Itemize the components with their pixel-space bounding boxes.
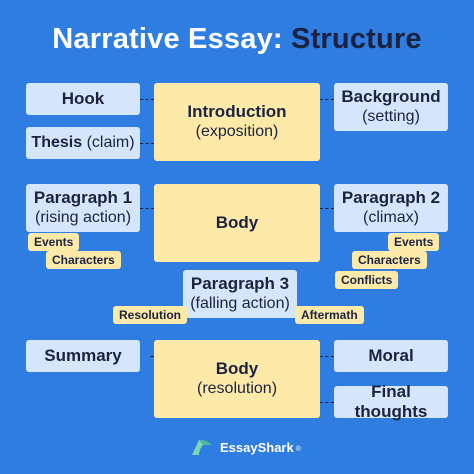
connector-hook [140, 99, 154, 100]
hook-box: Hook [26, 83, 140, 115]
introduction-label: Introduction [187, 102, 287, 121]
p2-tag-characters: Characters [352, 251, 427, 269]
brand-logo: EssayShark ® [190, 436, 301, 458]
final-thoughts-label: Final thoughts [354, 382, 428, 421]
paragraph-1-box: Paragraph 1 (rising action) [26, 184, 140, 232]
hook-label: Hook [61, 89, 105, 108]
paragraph-3-box: Paragraph 3 (falling action) [183, 270, 297, 318]
connector-final [320, 402, 334, 403]
paragraph-3-label: Paragraph 3 [190, 274, 290, 293]
p2-tag-conflicts: Conflicts [335, 271, 399, 289]
connector-p2 [320, 208, 334, 209]
diagram-title: Narrative Essay: Structure [0, 22, 474, 56]
connector-summary [150, 356, 154, 357]
connector-thesis [140, 143, 154, 144]
body-label: Body [215, 213, 259, 232]
p1-tag-characters: Characters [46, 251, 121, 269]
connector-p1 [140, 208, 154, 209]
background-label: Background [341, 87, 441, 106]
p3-tag-aftermath: Aftermath [295, 306, 364, 324]
paragraph-3-sub: (falling action) [190, 295, 290, 312]
shark-fin-icon [192, 439, 212, 455]
title-prefix: Narrative Essay: [52, 23, 283, 55]
introduction-sub: (exposition) [195, 123, 279, 140]
paragraph-2-label: Paragraph 2 [341, 188, 441, 207]
thesis-main: Thesis [31, 134, 83, 151]
thesis-box: Thesis (claim) [26, 127, 140, 159]
p2-tag-events: Events [388, 233, 440, 251]
thesis-label: Thesis (claim) [31, 133, 134, 153]
title-emphasis: Structure [291, 23, 422, 55]
conclusion-body-sub: (resolution) [196, 380, 278, 397]
connector-moral [320, 356, 334, 357]
summary-label: Summary [44, 346, 122, 365]
brand-name: EssayShark [220, 439, 294, 455]
final-thoughts-box: Final thoughts [334, 382, 448, 421]
background-sub: (setting) [362, 108, 420, 125]
summary-box: Summary [26, 340, 140, 372]
thesis-note: (claim) [86, 134, 135, 151]
body-box: Body [154, 184, 320, 262]
introduction-box: Introduction (exposition) [154, 83, 320, 161]
paragraph-1-sub: (rising action) [34, 209, 132, 226]
conclusion-body-label: Body [215, 359, 259, 378]
moral-box: Moral [334, 340, 448, 372]
paragraph-2-box: Paragraph 2 (climax) [334, 184, 448, 232]
background-box: Background (setting) [334, 83, 448, 131]
conclusion-body-box: Body (resolution) [154, 340, 320, 418]
connector-background [320, 99, 334, 100]
paragraph-2-sub: (climax) [363, 209, 419, 226]
p1-tag-events: Events [28, 233, 80, 251]
p3-tag-resolution: Resolution [113, 306, 187, 324]
brand-registered-mark: ® [295, 445, 301, 453]
paragraph-1-label: Paragraph 1 [33, 188, 133, 207]
moral-label: Moral [368, 346, 414, 365]
